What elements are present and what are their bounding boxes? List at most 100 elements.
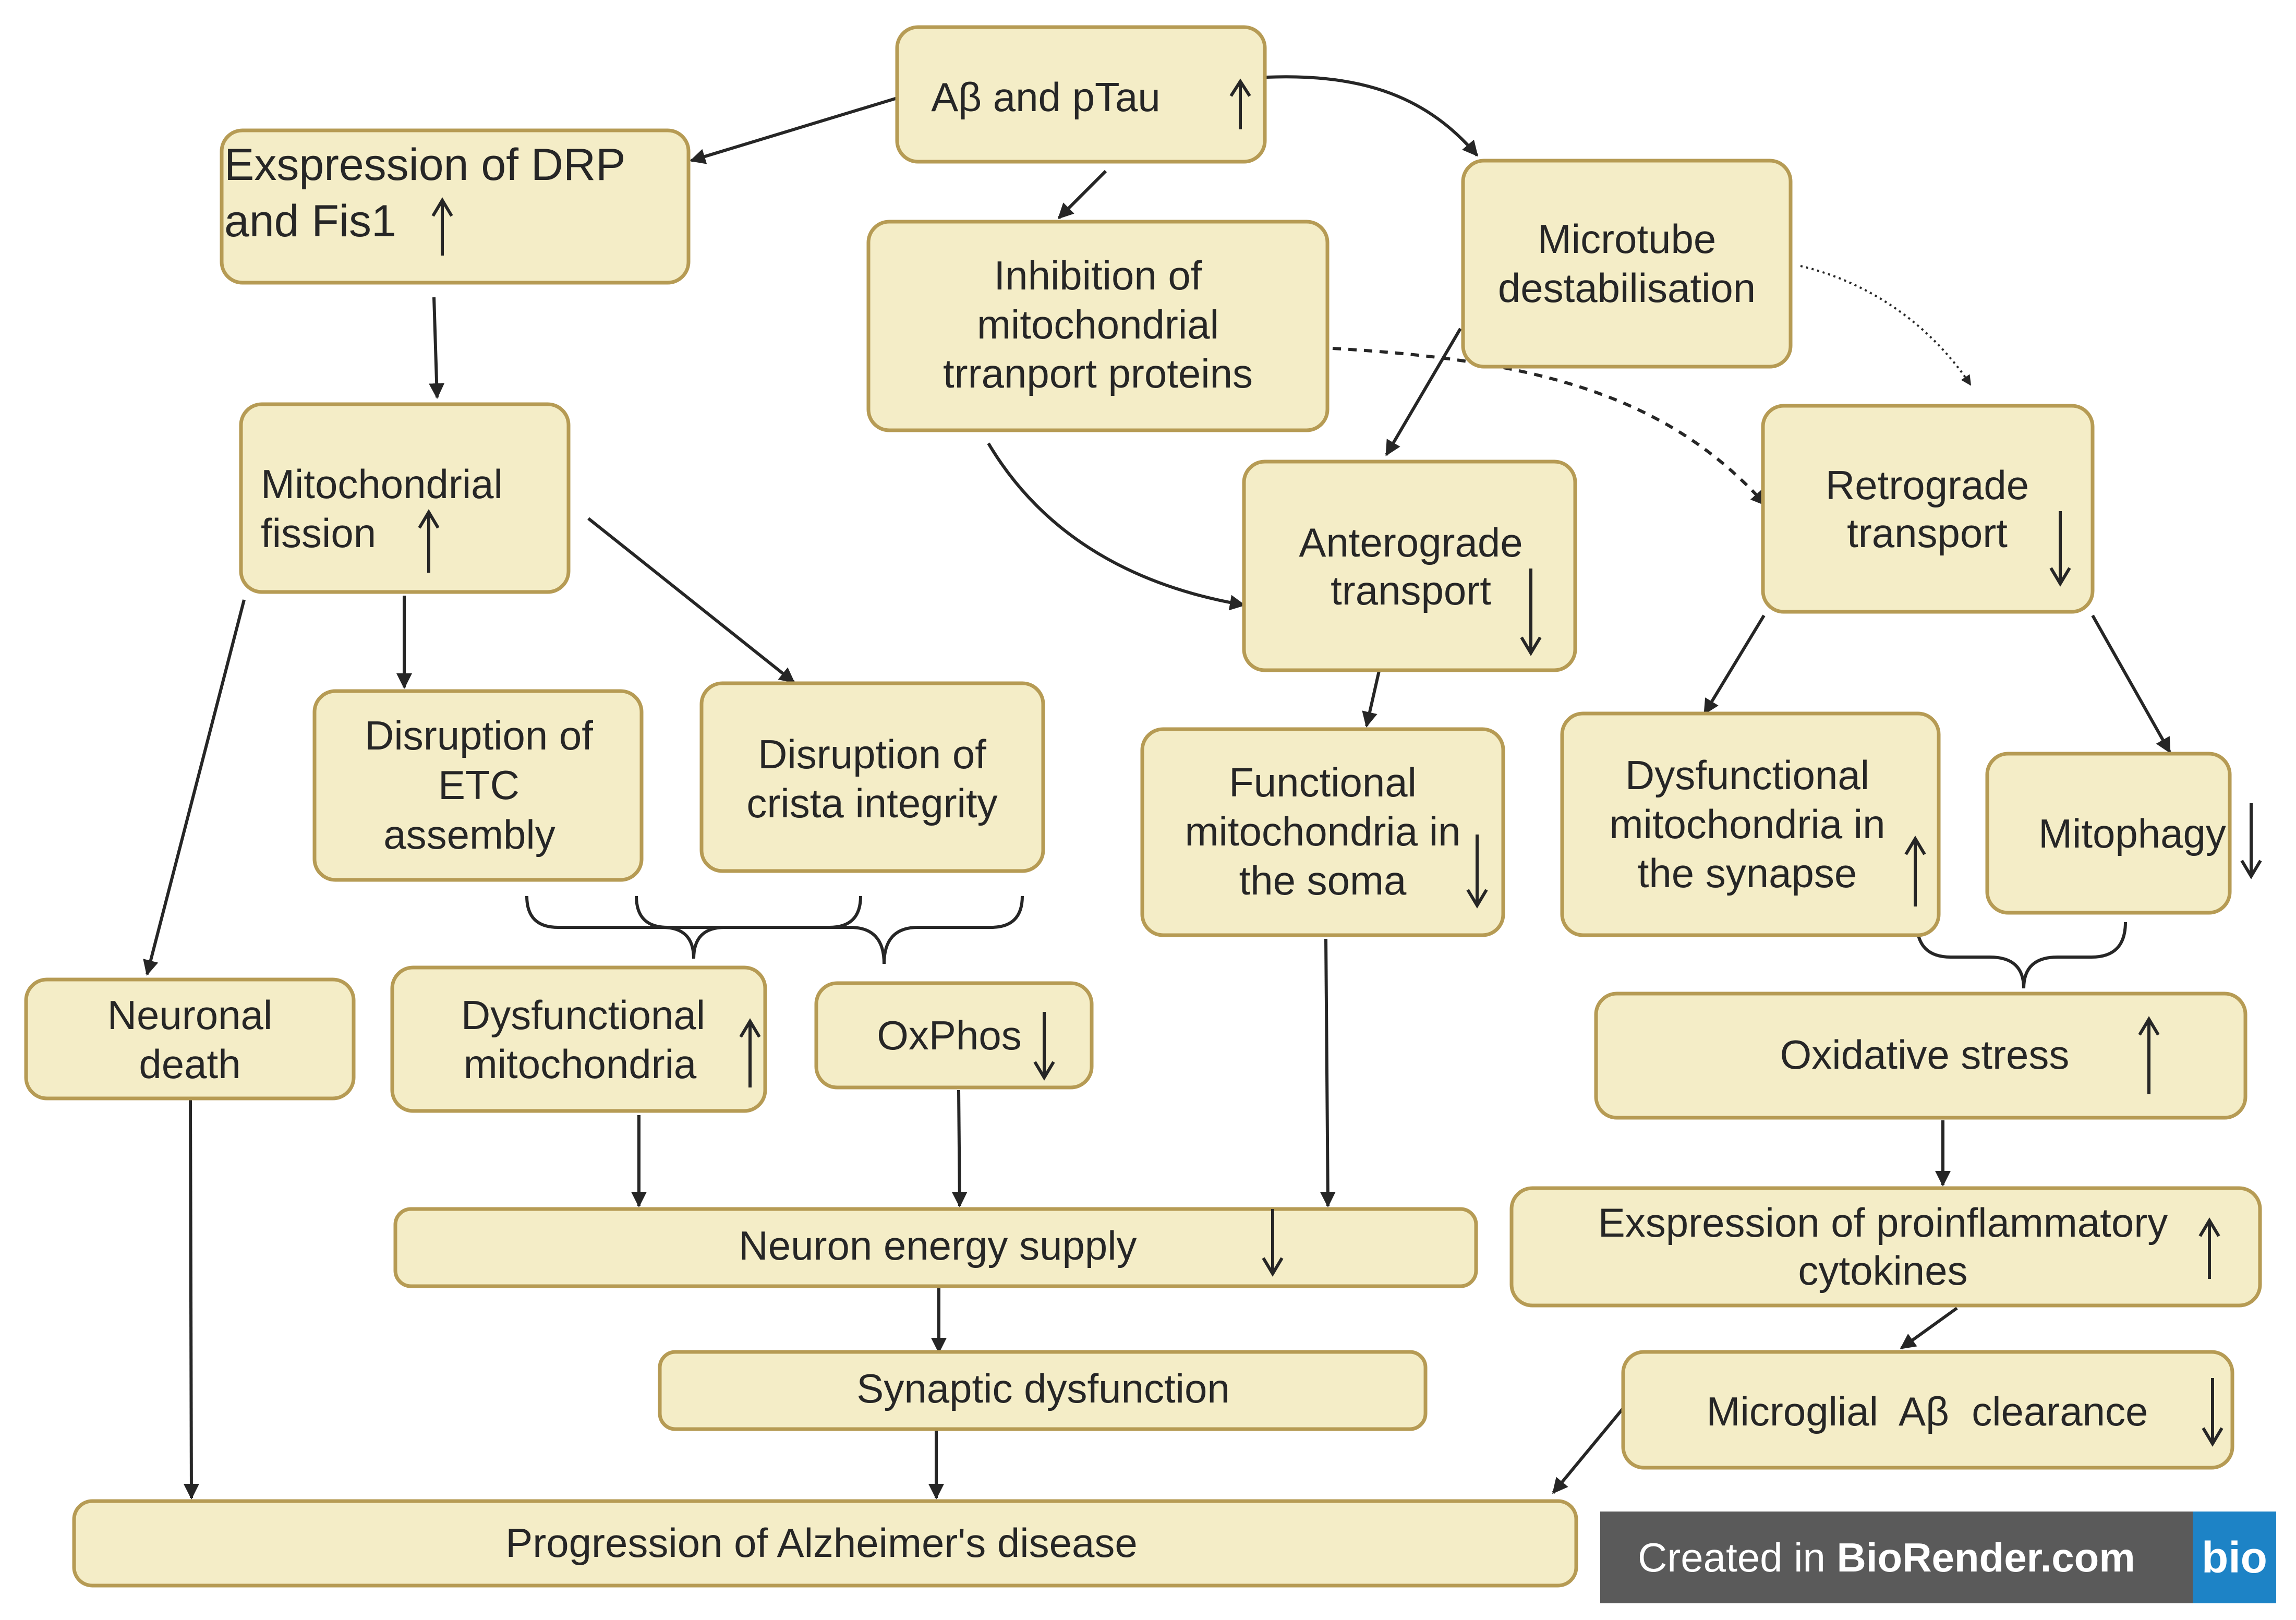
trend-up-icon (431, 197, 453, 256)
node-abeta-ptau: Aβ and pTau (895, 25, 1267, 164)
node-soma-line2: mitochondria in (1185, 808, 1461, 854)
edges (143, 75, 2171, 1500)
node-functional-soma: Functional mitochondria in the soma (1140, 727, 1505, 937)
edge-oxphos-to-energy (951, 1090, 968, 1207)
nodes: Aβ and pTau Exspression of DRP and Fis1 … (24, 25, 2262, 1588)
trend-up-icon (2138, 1016, 2160, 1094)
node-microtube: Microtube destabilisation (1461, 159, 1793, 369)
node-fission-line2: fission (261, 510, 376, 556)
node-synapse-line3: the synapse (1638, 850, 1857, 896)
node-progression-label: Progression of Alzheimer's disease (505, 1520, 1137, 1566)
node-inhibition-line2: mitochondrial (977, 301, 1219, 347)
node-mitophagy-label: Mitophagy (2038, 811, 2226, 856)
edge-abeta-to-inhibition (1057, 170, 1107, 220)
trend-down-icon (2240, 803, 2262, 879)
node-fission-line1: Mitochondrial (261, 461, 503, 507)
edge-drp-to-fission (429, 297, 445, 399)
edge-microtube-to-anterograde (1385, 328, 1462, 456)
node-crista-line1: Disruption of (758, 731, 986, 777)
node-cytokines: Exspression of proinflammatory cytokines (1509, 1186, 2262, 1308)
trend-up-icon (418, 509, 440, 573)
node-microtube-line1: Microtube (1538, 216, 1716, 262)
edge-inhibition-to-anterograde (987, 442, 1246, 611)
node-oxphos-label: OxPhos (877, 1012, 1021, 1058)
node-drp-fis1: Exspression of DRP and Fis1 (220, 128, 691, 285)
node-etc-line3: assembly (383, 812, 555, 857)
edge-death-to-progression (183, 1099, 199, 1500)
edge-anterograde-to-soma (1362, 668, 1381, 728)
node-synaptic-label: Synaptic dysfunction (856, 1365, 1229, 1411)
watermark-prefix: Created in (1638, 1534, 1837, 1580)
trend-down-icon (1033, 1012, 1055, 1081)
node-inhibition-transport: Inhibition of mitochondrial trranport pr… (866, 220, 1330, 432)
node-oxidative-label: Oxidative stress (1780, 1032, 2070, 1078)
node-synapse-line2: mitochondria in (1610, 801, 1886, 847)
node-retrograde-line1: Retrograde (1826, 462, 2029, 508)
brace-etc-crista-to-dysmito (525, 896, 862, 959)
watermark-text: Created in BioRender.com (1600, 1534, 2193, 1581)
node-soma-line3: the soma (1239, 857, 1407, 903)
node-dysfunctional-mito: Dysfunctional mitochondria (390, 965, 767, 1113)
node-cytokines-line1: Exspression of proinflammatory (1598, 1200, 2168, 1246)
node-dysfunctional-synapse: Dysfunctional mitochondria in the synaps… (1560, 711, 1941, 937)
node-synapse-line1: Dysfunctional (1625, 752, 1869, 798)
node-anterograde-line2: transport (1331, 567, 1491, 613)
node-etc-line2: ETC (438, 762, 519, 808)
edge-retrograde-to-mitophagy (2091, 614, 2171, 754)
node-microtube-line2: destabilisation (1498, 265, 1756, 311)
brace-etc-crista-to-oxphos (635, 896, 1024, 964)
node-neuronal-death: Neuronal death (24, 977, 356, 1101)
trend-down-icon (2049, 511, 2071, 587)
edge-abeta-to-drp (690, 96, 898, 164)
node-oxidative-stress: Oxidative stress (1594, 992, 2247, 1120)
trend-down-icon (1520, 569, 1542, 656)
node-microglial-label: Microglial Aβ clearance (1707, 1388, 2148, 1434)
node-anterograde: Anterograde transport (1242, 460, 1577, 672)
trend-up-icon (1229, 78, 1251, 129)
node-crista-line2: crista integrity (746, 780, 997, 826)
node-energy-supply: Neuron energy supply (393, 1207, 1478, 1288)
node-drp-fis1-label-line2: and Fis1 (224, 196, 396, 246)
node-death-line2: death (139, 1041, 240, 1087)
trend-up-icon (739, 1018, 761, 1087)
edge-soma-to-energy (1320, 938, 1336, 1207)
edge-abeta-to-microtube (1266, 75, 1479, 157)
node-mitophagy: Mitophagy (1985, 752, 2262, 915)
node-etc-line1: Disruption of (365, 712, 593, 758)
trend-down-icon (1262, 1209, 1284, 1277)
node-microglial-clearance: Microglial Aβ clearance (1621, 1350, 2234, 1470)
trend-up-icon (2198, 1217, 2220, 1279)
trend-down-icon (1466, 835, 1488, 909)
biorender-watermark: Created in BioRender.com bio (1600, 1512, 2276, 1603)
watermark-brand: BioRender.com (1836, 1534, 2135, 1580)
node-progression: Progression of Alzheimer's disease (72, 1499, 1578, 1588)
node-energy-label: Neuron energy supply (739, 1223, 1137, 1268)
node-dysmito-line2: mitochondria (464, 1041, 697, 1087)
node-inhibition-line1: Inhibition of (994, 252, 1202, 298)
node-crista-disruption: Disruption of crista integrity (699, 681, 1045, 873)
node-mito-fission: Mitochondrial fission (239, 402, 571, 594)
node-oxphos: OxPhos (814, 981, 1094, 1090)
node-abeta-ptau-label: Aβ and pTau (931, 74, 1161, 120)
edge-fission-to-crista (587, 517, 795, 684)
brace-synapse-mitophagy-to-oxidative (1915, 922, 2127, 989)
edge-retrograde-to-synapse (1703, 614, 1766, 715)
node-etc-disruption: Disruption of ETC assembly (312, 689, 644, 882)
node-anterograde-line1: Anterograde (1299, 519, 1522, 565)
edge-cytokines-to-microglial (1900, 1307, 1958, 1350)
node-cytokines-line2: cytokines (1798, 1248, 1967, 1293)
node-retrograde-line2: transport (1847, 510, 2008, 556)
node-drp-fis1-label-line1: Exspression of DRP (224, 140, 626, 190)
edge-microtube-to-retrograde (1800, 265, 1972, 386)
node-death-line1: Neuronal (107, 992, 273, 1038)
edge-inhibition-to-retrograde (1332, 347, 1767, 506)
trend-up-icon (1904, 836, 1926, 906)
node-dysmito-line1: Dysfunctional (461, 992, 705, 1038)
node-soma-line1: Functional (1229, 759, 1417, 805)
node-inhibition-line3: trranport proteins (943, 350, 1253, 396)
node-synaptic-dysfunction: Synaptic dysfunction (658, 1350, 1428, 1431)
edge-fission-to-death (143, 599, 246, 976)
edge-microglial-to-progression (1552, 1407, 1625, 1494)
biorender-logo: bio (2193, 1512, 2276, 1603)
